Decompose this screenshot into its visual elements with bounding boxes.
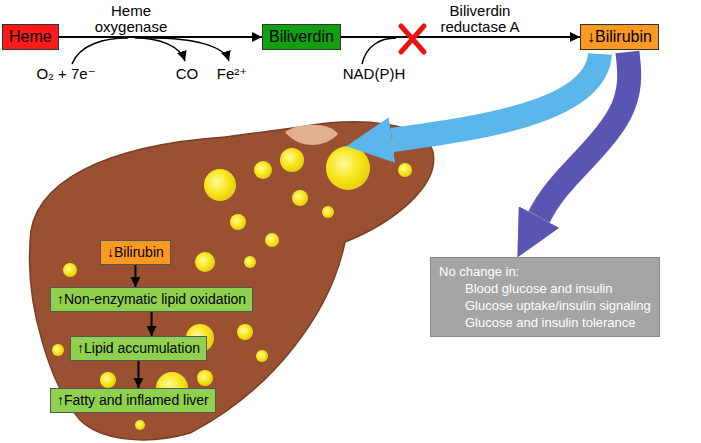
molecule-label: O₂ + 7e⁻ bbox=[30, 66, 102, 82]
effect-box: ↑Lipid accumulation bbox=[70, 336, 207, 361]
box-text: ↑Fatty and inflamed liver bbox=[57, 392, 209, 409]
substrate-box: Heme bbox=[2, 24, 59, 50]
no-change-box: No change in:Blood glucose and insulinGl… bbox=[430, 257, 660, 337]
product-curve bbox=[135, 38, 185, 61]
box-text: ↓Bilirubin bbox=[107, 244, 164, 261]
cofactor-curve bbox=[72, 38, 128, 64]
reaction-arrow bbox=[341, 36, 580, 38]
enzyme-label: Heme oxygenase bbox=[85, 3, 177, 35]
ligament bbox=[285, 125, 338, 145]
enzyme-label: Biliverdin reductase A bbox=[430, 3, 530, 35]
effect-box: ↑Non-enzymatic lipid oxidation bbox=[50, 287, 253, 312]
box-text: ↑Lipid accumulation bbox=[77, 340, 200, 357]
box-text: ↑Non-enzymatic lipid oxidation bbox=[57, 291, 246, 308]
effect-arrow bbox=[539, 52, 629, 217]
product-curve bbox=[150, 38, 229, 61]
red-cross bbox=[401, 26, 424, 52]
fat-droplets bbox=[52, 138, 412, 430]
intermediate-box: Biliverdin bbox=[262, 24, 341, 50]
liver-effect-arrow bbox=[392, 54, 600, 140]
box-text: Blood glucose and insulin bbox=[439, 280, 651, 297]
box-text: Heme bbox=[9, 28, 52, 46]
molecule-label: NAD(P)H bbox=[334, 66, 414, 82]
box-text: ↓Bilirubin bbox=[587, 28, 652, 46]
molecule-label: CO bbox=[172, 66, 202, 82]
reaction-arrow bbox=[151, 312, 153, 336]
box-text: Glucose uptake/insulin signaling bbox=[439, 297, 651, 314]
molecule-label: Fe²⁺ bbox=[214, 66, 250, 82]
reaction-arrow bbox=[137, 361, 139, 388]
box-text: Glucose and insulin tolerance bbox=[439, 314, 651, 331]
product-box: ↓Bilirubin bbox=[580, 24, 659, 50]
effect-box: ↑Fatty and inflamed liver bbox=[50, 388, 216, 413]
reaction-arrow bbox=[134, 265, 136, 287]
box-heading: No change in: bbox=[439, 263, 651, 280]
liver-bilirubin-box: ↓Bilirubin bbox=[100, 240, 171, 265]
box-text: Biliverdin bbox=[269, 28, 334, 46]
liver-shape bbox=[30, 122, 434, 440]
cofactor-curve bbox=[362, 38, 396, 64]
reaction-arrow bbox=[59, 36, 262, 38]
